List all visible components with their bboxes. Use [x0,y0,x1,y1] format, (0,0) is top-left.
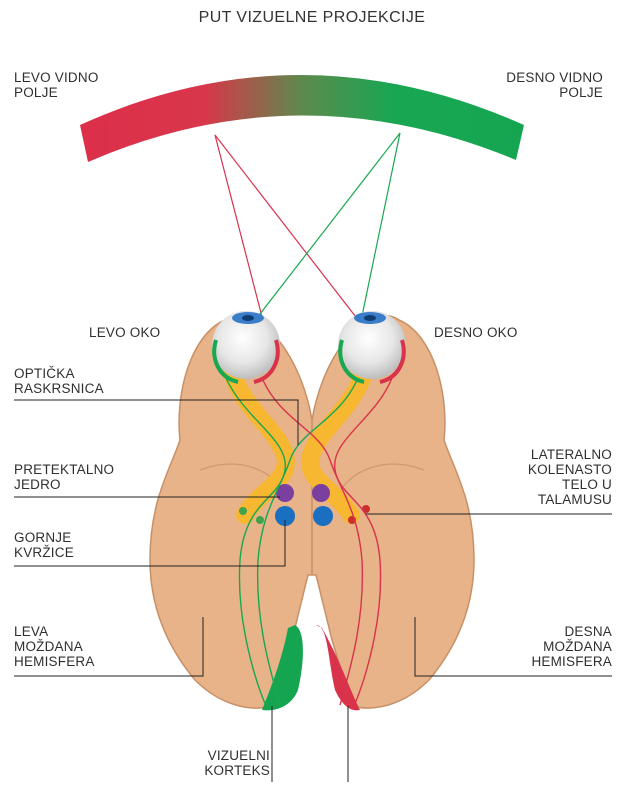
lgn-left-2 [256,516,264,524]
pretectal-nucleus-right [312,484,330,502]
superior-colliculus-right [313,506,333,526]
visual-field-arc [80,75,524,162]
lgn-left [239,507,247,515]
label-left-eye: LEVO OKO [89,325,160,340]
diagram-title: PUT VIZUELNE PROJEKCIJE [0,9,624,27]
ray-red-left-eye [215,135,268,340]
right-eye [338,311,406,382]
left-eye [212,311,280,382]
label-right-eye: DESNO OKO [434,325,518,340]
